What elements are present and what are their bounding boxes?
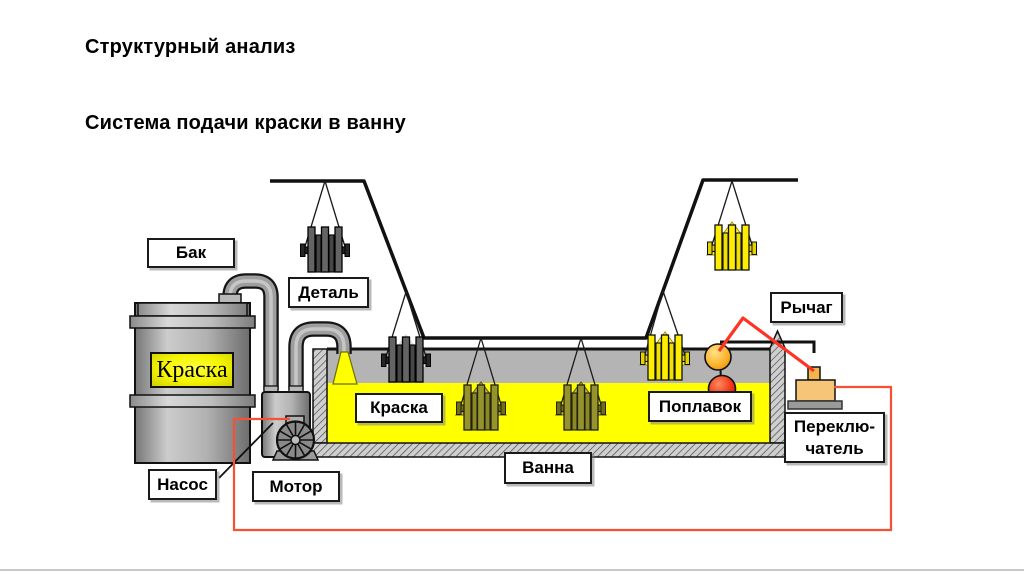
feed-pipe (288, 321, 358, 390)
part-hanger-submerged-2 (554, 337, 608, 431)
barrel-paint-label: Краска (150, 352, 234, 388)
switch-device (787, 366, 843, 410)
bath-wall-left (312, 348, 328, 444)
page-title: Структурный анализ (85, 36, 296, 58)
lever-line (717, 316, 815, 373)
diagram-subtitle: Система подачи краски в ванну (85, 112, 406, 134)
paint-stream (332, 351, 358, 385)
pump-unit (261, 385, 320, 461)
part-hanger-raw-entering (381, 291, 431, 383)
supply-pipe (222, 273, 279, 390)
label-switch: Переклю- чатель (784, 412, 885, 463)
part-hanger-painted-leaving (638, 290, 692, 381)
pump-leader-line (218, 422, 274, 479)
label-pump: Насос (148, 469, 217, 500)
circuit-wire (232, 385, 893, 532)
label-paint-in-bath: Краска (355, 393, 443, 423)
label-lever: Рычаг (770, 292, 843, 323)
part-hanger-painted-top (705, 180, 759, 271)
switch-base (787, 400, 843, 410)
float-bracket (720, 340, 816, 353)
part-hanger-raw-top (300, 180, 350, 273)
slide-bottom-edge (0, 569, 1024, 571)
barrel-hoop-top (129, 315, 256, 329)
label-bath: Ванна (504, 452, 592, 484)
switch-body (795, 379, 836, 402)
label-tank: Бак (147, 238, 235, 268)
label-detail: Деталь (288, 277, 369, 308)
barrel-lid (137, 302, 248, 317)
barrel-hoop-bottom (129, 394, 256, 408)
motor-fan (275, 420, 316, 460)
conveyor-line (270, 178, 798, 340)
part-hanger-submerged-1 (454, 337, 508, 431)
label-float: Поплавок (648, 391, 752, 422)
label-motor: Мотор (252, 471, 340, 502)
float-ball-upper (704, 343, 732, 371)
